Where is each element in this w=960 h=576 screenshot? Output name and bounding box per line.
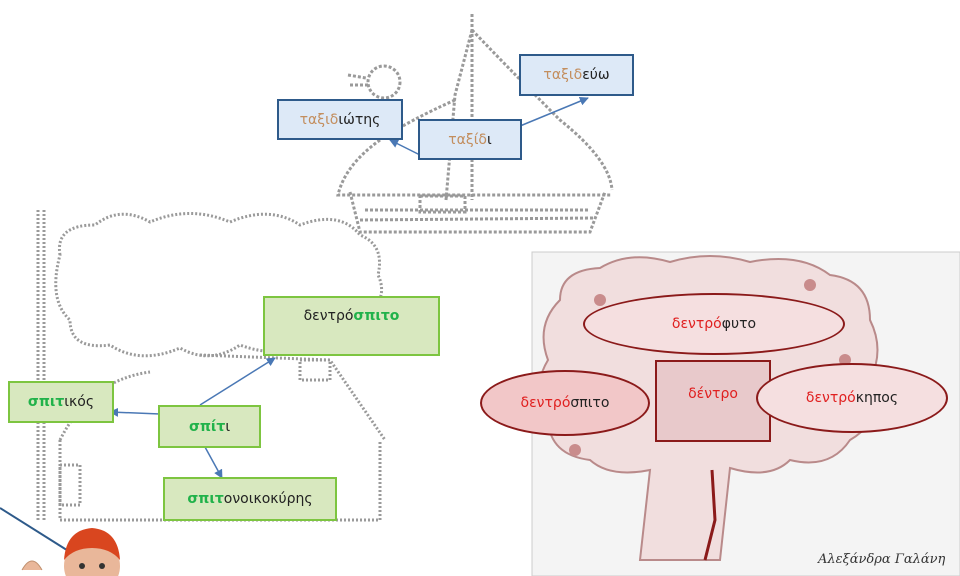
root-text: σπίτ [188, 418, 226, 435]
root-text: σπιτο [353, 308, 400, 324]
suffix-text: ικός [64, 394, 95, 410]
root-text: ταξιδ [543, 67, 583, 83]
suffix-text: εύω [582, 67, 610, 83]
suffix-text: σπιτο [570, 395, 610, 411]
prefix-text: δεντρό [303, 308, 354, 324]
suffix-text: ι [225, 418, 231, 435]
house-sketch-icon [36, 210, 387, 522]
arrow-spiti-to-dentrospito [199, 357, 276, 406]
suffix-text: ι [487, 131, 492, 148]
suffix-text: κηπος [855, 390, 899, 406]
boat-sketch-icon [336, 14, 614, 234]
suffix-text: ιώτης [338, 111, 381, 128]
root-text: δεντρό [805, 390, 856, 406]
root-text: σπιτ [27, 394, 65, 410]
author-signature: Αλεξάνδρα Γαλάνη [818, 552, 946, 567]
center-word: δέντρο [688, 386, 738, 402]
pointer-line [0, 507, 71, 553]
suffix-text: φυτο [721, 316, 757, 332]
root-text: ταξιδ [299, 111, 339, 128]
root-text: ταξίδ [448, 131, 488, 148]
child-avatar-icon [21, 528, 120, 576]
root-text: δεντρό [671, 316, 722, 332]
arrow-spiti-to-spitonoikokyris [204, 446, 223, 479]
arrow-taxidi-to-taxideuo [519, 96, 589, 127]
root-text: σπιτ [187, 491, 224, 507]
suffix-text: ονοικοκύρης [223, 491, 313, 507]
arrow-taxidi-to-taxidiotis [389, 139, 421, 156]
arrow-spiti-to-spitikos [109, 407, 161, 417]
arrows [109, 96, 589, 479]
box-dentro: δέντρο [655, 360, 771, 442]
root-text: δεντρό [520, 395, 571, 411]
